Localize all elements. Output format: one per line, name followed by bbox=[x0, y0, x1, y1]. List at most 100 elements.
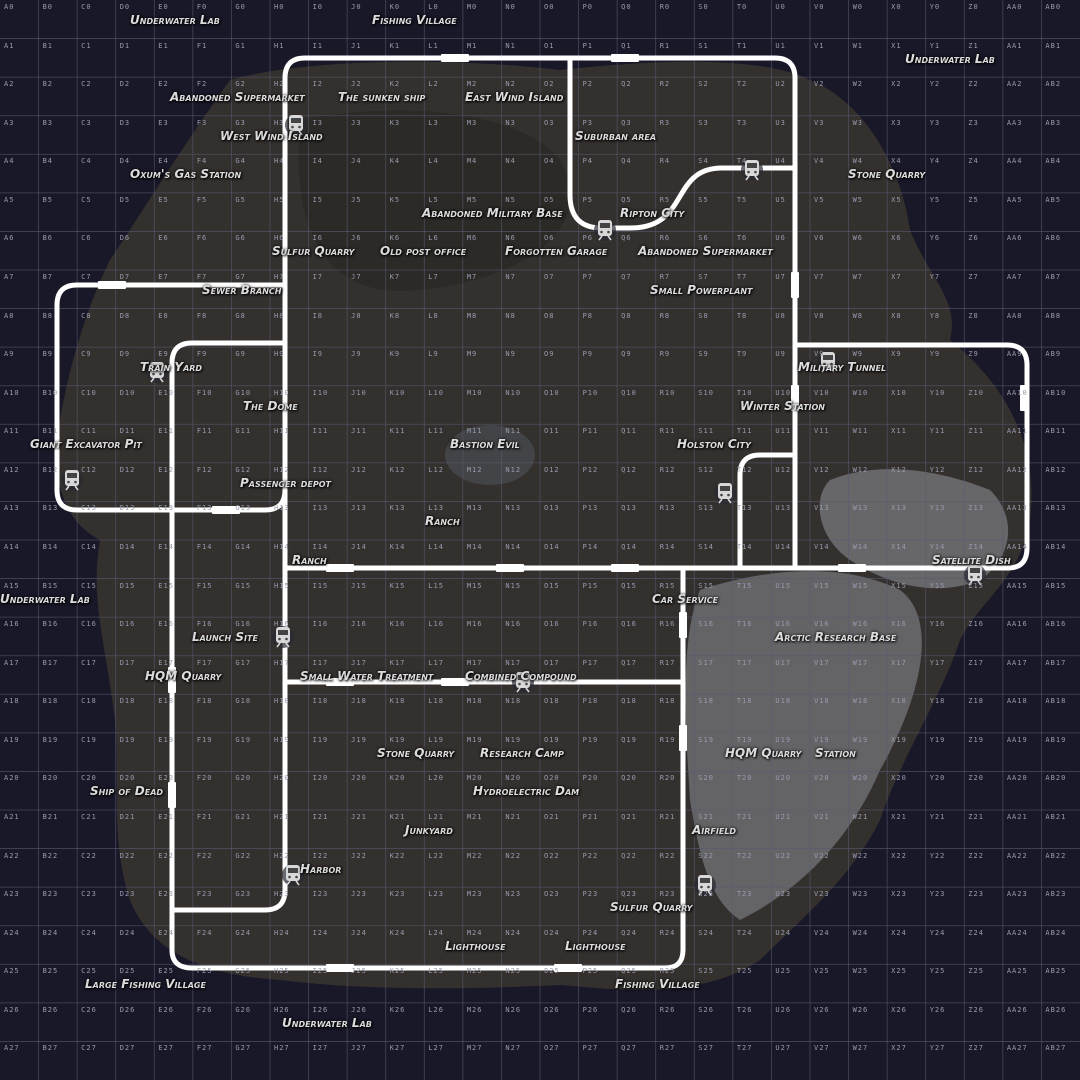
location-label: Airfield bbox=[692, 823, 737, 837]
grid-cell-label: O24 bbox=[544, 928, 560, 937]
grid-cell-label: M17 bbox=[466, 658, 483, 667]
grid-cell-label: W11 bbox=[852, 427, 869, 436]
grid-cell-label: F10 bbox=[196, 388, 213, 397]
rail-section-marker bbox=[554, 964, 582, 972]
grid-cell-label: L21 bbox=[428, 813, 444, 821]
grid-cell-label: AA26 bbox=[1006, 1005, 1028, 1014]
grid-cell-label: Y23 bbox=[929, 890, 946, 899]
grid-cell-label: D9 bbox=[119, 350, 131, 359]
grid-cell-label: K6 bbox=[389, 234, 401, 243]
train-icon[interactable] bbox=[594, 218, 616, 242]
grid-cell-label: W25 bbox=[852, 967, 869, 976]
grid-cell-label: S15 bbox=[698, 581, 714, 590]
grid-cell-label: T16 bbox=[736, 620, 753, 629]
grid-cell-label: V14 bbox=[814, 543, 830, 551]
grid-cell-label: U25 bbox=[775, 967, 792, 976]
rail-section-marker bbox=[791, 385, 799, 411]
grid-cell-label: P11 bbox=[582, 427, 599, 436]
grid-cell-label: P9 bbox=[582, 350, 593, 359]
grid-cell-label: Q10 bbox=[621, 388, 637, 397]
grid-cell-label: N17 bbox=[505, 658, 522, 667]
grid-cell-label: Z10 bbox=[968, 388, 984, 397]
grid-cell-label: Z21 bbox=[968, 813, 984, 821]
grid-cell-label: V17 bbox=[814, 658, 830, 667]
train-icon[interactable] bbox=[282, 863, 304, 887]
grid-cell-label: V27 bbox=[814, 1044, 830, 1053]
grid-cell-label: V25 bbox=[814, 967, 830, 976]
train-icon[interactable] bbox=[146, 360, 168, 384]
grid-cell-label: H3 bbox=[274, 118, 285, 127]
grid-cell-label: J26 bbox=[351, 1005, 367, 1014]
grid-cell-label: B10 bbox=[42, 388, 59, 397]
grid-cell-label: S1 bbox=[698, 41, 709, 50]
train-icon[interactable] bbox=[272, 625, 294, 649]
grid-cell-label: P1 bbox=[582, 41, 593, 50]
grid-cell-label: T11 bbox=[736, 427, 753, 436]
grid-cell-label: A27 bbox=[4, 1044, 20, 1053]
train-icon[interactable] bbox=[741, 158, 763, 182]
grid-cell-label: O19 bbox=[544, 735, 560, 744]
grid-cell-label: K23 bbox=[389, 890, 406, 899]
grid-cell-label: R1 bbox=[659, 41, 671, 50]
grid-cell-label: N20 bbox=[505, 774, 522, 783]
grid-cell-label: J13 bbox=[351, 504, 367, 513]
grid-cell-label: P12 bbox=[582, 465, 599, 474]
grid-cell-label: H12 bbox=[274, 465, 290, 474]
grid-cell-label: Z3 bbox=[968, 118, 979, 127]
grid-cell-label: F25 bbox=[196, 967, 213, 976]
grid-cell-label: Q17 bbox=[621, 658, 637, 667]
grid-cell-label: E0 bbox=[158, 3, 169, 11]
grid-cell-label: Y14 bbox=[929, 543, 946, 551]
rail-section-marker bbox=[679, 725, 687, 751]
grid-cell-label: E6 bbox=[158, 234, 169, 243]
train-icon[interactable] bbox=[817, 350, 839, 374]
train-icon[interactable] bbox=[61, 468, 83, 492]
train-icon[interactable] bbox=[512, 670, 534, 694]
grid-cell-label: N12 bbox=[505, 465, 522, 474]
rail-section-marker bbox=[98, 281, 126, 289]
grid-cell-label: D6 bbox=[119, 234, 131, 243]
grid-cell-label: E8 bbox=[158, 311, 169, 320]
grid-cell-label: O22 bbox=[544, 851, 560, 860]
grid-cell-label: X22 bbox=[891, 851, 907, 860]
grid-cell-label: F20 bbox=[196, 774, 213, 783]
grid-cell-label: N10 bbox=[505, 388, 522, 397]
grid-cell-label: X23 bbox=[891, 890, 907, 899]
grid-cell-label: W0 bbox=[852, 3, 863, 11]
grid-cell-label: L25 bbox=[428, 967, 444, 976]
grid-cell-label: K2 bbox=[389, 80, 401, 89]
grid-cell-label: I5 bbox=[312, 195, 323, 204]
train-icon[interactable] bbox=[285, 113, 307, 137]
grid-cell-label: W22 bbox=[852, 851, 869, 860]
grid-cell-label: I25 bbox=[312, 967, 329, 976]
grid-cell-label: T7 bbox=[736, 273, 748, 281]
grid-cell-label: AB15 bbox=[1045, 581, 1067, 590]
grid-cell-label: X4 bbox=[891, 157, 902, 166]
train-icon[interactable] bbox=[694, 873, 716, 897]
grid-cell-label: P3 bbox=[582, 118, 593, 127]
grid-cell-label: W3 bbox=[852, 118, 863, 127]
grid-cell-label: AA0 bbox=[1006, 3, 1023, 11]
train-icon[interactable] bbox=[964, 563, 986, 587]
grid-cell-label: C5 bbox=[81, 195, 92, 204]
grid-cell-label: F8 bbox=[196, 311, 208, 320]
grid-cell-label: I8 bbox=[312, 311, 323, 320]
grid-cell-label: AB24 bbox=[1045, 928, 1067, 937]
grid-cell-label: I12 bbox=[312, 465, 329, 474]
grid-cell-label: AB22 bbox=[1045, 851, 1067, 860]
grid-cell-label: H19 bbox=[274, 735, 290, 744]
grid-cell-label: G6 bbox=[235, 234, 246, 243]
location-label: Oxum's Gas Station bbox=[130, 167, 242, 182]
grid-cell-label: C8 bbox=[81, 311, 92, 320]
grid-cell-label: B18 bbox=[42, 697, 59, 706]
grid-cell-label: Q19 bbox=[621, 735, 637, 744]
location-label: Small Powerplant bbox=[650, 283, 753, 297]
grid-cell-label: Q27 bbox=[621, 1044, 637, 1053]
grid-cell-label: C14 bbox=[81, 543, 97, 551]
grid-cell-label: Y25 bbox=[929, 967, 946, 976]
grid-cell-label: AB5 bbox=[1045, 195, 1062, 204]
train-icon[interactable] bbox=[714, 481, 736, 505]
grid-cell-label: AA3 bbox=[1006, 118, 1023, 127]
grid-cell-label: C23 bbox=[81, 890, 97, 899]
